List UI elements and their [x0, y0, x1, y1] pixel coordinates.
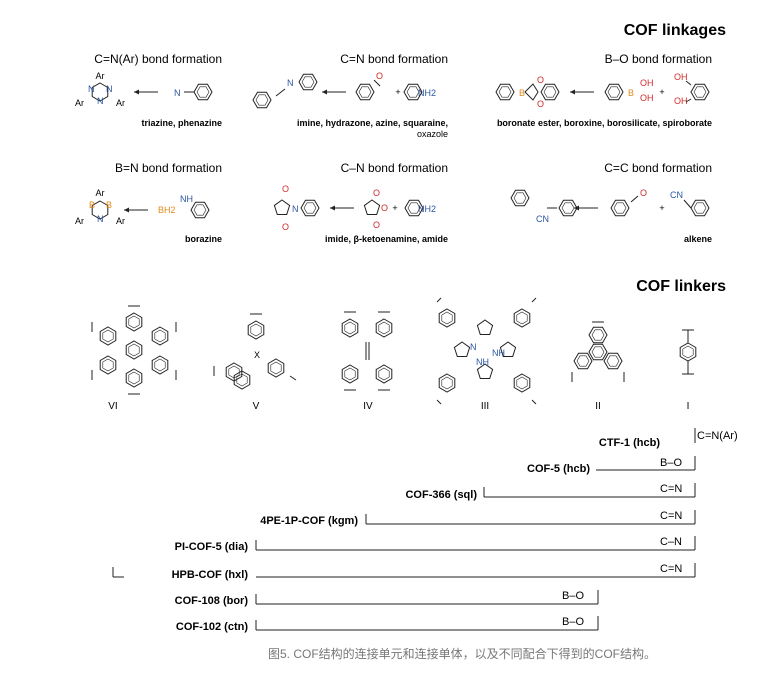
atom-n-4: N: [106, 84, 113, 94]
atom-b-4: B: [106, 200, 112, 210]
cnar-scheme: N Ar Ar Ar N N N: [75, 71, 213, 108]
atom-ar-3: Ar: [116, 98, 125, 108]
bo-scheme: OH OH + OH OH B O O B: [495, 72, 710, 109]
tree-bond-0: C=N(Ar): [697, 430, 738, 442]
linkage-caption-cnar: triazine, phenazine: [141, 118, 222, 128]
tree-name-7: COF-102 (ctn): [176, 621, 248, 633]
atom-cn-2: CN: [536, 214, 549, 224]
atom-b-2: B: [519, 88, 525, 98]
linkage-caption-bn: borazine: [185, 234, 222, 244]
atom-x: X: [254, 350, 260, 360]
atom-o-1: O: [537, 75, 544, 85]
tree-name-6: COF-108 (bor): [175, 595, 249, 607]
atom-cn-1: CN: [670, 190, 683, 200]
linker-label-ii: II: [595, 401, 601, 412]
atom-oh-4: OH: [640, 93, 654, 103]
linker-label-i: I: [687, 401, 690, 412]
linker-label-v: V: [253, 401, 260, 412]
linkage-caption-cc: alkene: [684, 234, 712, 244]
tree-bond-4: C–N: [660, 536, 682, 548]
atom-ar-5: Ar: [75, 216, 84, 226]
linker-v: X: [213, 313, 297, 390]
atom-n-1: N: [287, 78, 294, 88]
linker-vi: [91, 305, 177, 395]
atom-n-6: N: [292, 204, 299, 214]
atom-oh-3: OH: [640, 78, 654, 88]
atom-bh2-1: BH2: [158, 205, 176, 215]
tree-bond-5: C=N: [660, 563, 682, 575]
cn-single-scheme: NH2 + O O O N O O: [273, 184, 436, 232]
plus-4: +: [392, 203, 397, 213]
linkage-title-cn-single: C–N bond formation: [341, 161, 448, 175]
linkage-title-cn: C=N bond formation: [340, 52, 448, 66]
linker-ii: [571, 321, 625, 382]
atom-n-2: N: [174, 88, 181, 98]
atom-b-3: B: [89, 200, 95, 210]
tree-name-5: HPB-COF (hxl): [172, 569, 249, 581]
linker-i: [679, 329, 697, 375]
atom-o-2: O: [537, 99, 544, 109]
atom-o-9: O: [282, 222, 289, 232]
plus-2: +: [395, 87, 400, 97]
tree-bond-2: C=N: [660, 483, 682, 495]
linkage-caption-cn-1: imine, hydrazone, azine, squaraine,: [297, 118, 448, 128]
linkers-heading: COF linkers: [636, 278, 726, 295]
atom-n-7: N: [97, 214, 104, 224]
linkage-title-cc: C=C bond formation: [604, 161, 712, 175]
linkages-heading: COF linkages: [624, 22, 726, 39]
linkage-title-bn: B=N bond formation: [115, 161, 222, 175]
linkage-title-bo: B–O bond formation: [605, 52, 712, 66]
atom-oh-1: OH: [674, 72, 688, 82]
tree-name-2: COF-366 (sql): [405, 489, 477, 501]
tree-name-3: 4PE-1P-COF (kgm): [260, 515, 358, 527]
atom-n-5: N: [97, 96, 104, 106]
tree-name-1: COF-5 (hcb): [527, 463, 590, 475]
atom-nh2-2: NH2: [418, 204, 436, 214]
atom-o-7: O: [381, 203, 388, 213]
plus-3: +: [659, 203, 664, 213]
tree-bond-1: B–O: [660, 457, 682, 469]
cn-scheme: NH2 + O N: [252, 71, 436, 109]
bn-scheme: NH BH2 Ar Ar Ar B B N: [75, 188, 210, 226]
linkage-caption-cn-single: imide, β-ketoenamine, amide: [325, 234, 448, 244]
atom-nh2-1: NH2: [418, 88, 436, 98]
atom-ar-6: Ar: [116, 216, 125, 226]
atom-ar-4: Ar: [96, 188, 105, 198]
atom-o-6: O: [373, 220, 380, 230]
linkage-caption-bo: boronate ester, boroxine, borosilicate, …: [497, 118, 712, 128]
atom-nh-3: NH: [476, 357, 489, 367]
atom-o-8: O: [282, 184, 289, 194]
atom-ar-2: Ar: [75, 98, 84, 108]
linkage-caption-cn-2: oxazole: [417, 129, 448, 139]
atom-oh-2: OH: [674, 96, 688, 106]
cof-tree: C=N(Ar) CTF-1 (hcb) B–O COF-5 (hcb) C=N …: [112, 428, 738, 633]
atom-nh-2: NH: [492, 348, 505, 358]
tree-bond-3: C=N: [660, 510, 682, 522]
atom-n-8: N: [470, 342, 477, 352]
tree-name-0: CTF-1 (hcb): [599, 437, 660, 449]
atom-n-3: N: [88, 84, 95, 94]
linker-iv: [341, 311, 393, 391]
figure-caption: 图5. COF结构的连接单元和连接单体，以及不同配合下得到的COF结构。: [268, 646, 656, 661]
atom-nh-1: NH: [180, 194, 193, 204]
atom-o-5: O: [373, 188, 380, 198]
cc-scheme: CN + O CN: [510, 188, 710, 224]
tree-name-4: PI-COF-5 (dia): [175, 541, 249, 553]
atom-b-1: B: [628, 88, 634, 98]
atom-o-4: O: [640, 188, 647, 198]
tree-bond-7: B–O: [562, 616, 584, 628]
linker-iii: NH N NH: [436, 297, 537, 405]
linker-label-vi: VI: [108, 401, 117, 412]
linkage-title-cnar: C=N(Ar) bond formation: [94, 52, 222, 66]
plus-1: +: [659, 87, 664, 97]
tree-bond-6: B–O: [562, 590, 584, 602]
atom-ar-1: Ar: [96, 71, 105, 81]
linker-label-iii: III: [481, 401, 489, 412]
atom-o-3: O: [376, 71, 383, 81]
linker-label-iv: IV: [363, 401, 373, 412]
